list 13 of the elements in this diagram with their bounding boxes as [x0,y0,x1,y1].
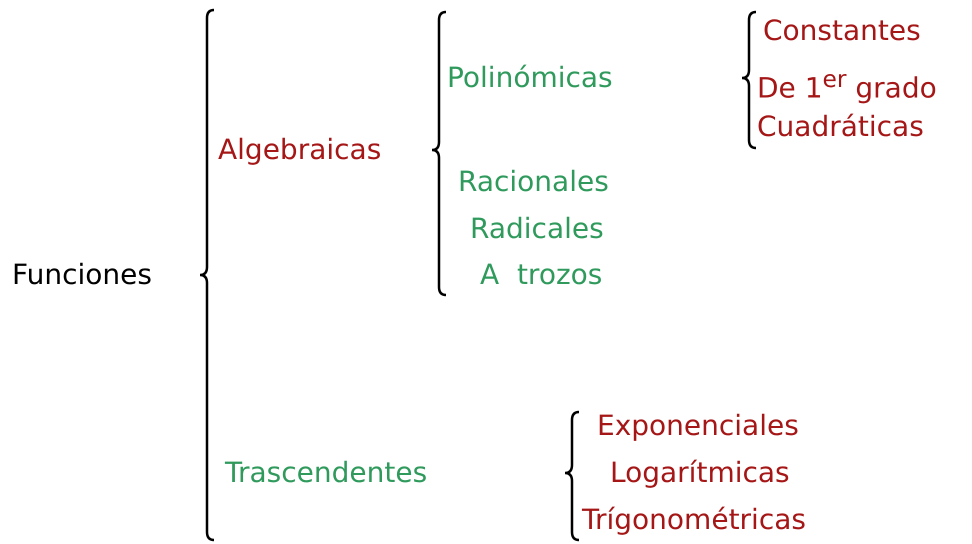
category-label: A trozos [480,258,602,292]
category-label: Logarítmicas [610,456,790,490]
category-label: Constantes [763,14,921,48]
category-label: Algebraicas [218,133,382,167]
category-label: Funciones [12,258,152,292]
category-label: Trígonométricas [582,503,806,537]
category-label: De 1$^{er}$ grado [757,64,937,106]
category-label: Racionales [458,165,609,199]
category-label: Trascendentes [225,456,428,490]
category-label: Polinómicas [447,61,613,95]
category-label: Cuadráticas [757,110,924,144]
category-label: Radicales [470,212,604,246]
category-label: Exponenciales [597,409,799,443]
